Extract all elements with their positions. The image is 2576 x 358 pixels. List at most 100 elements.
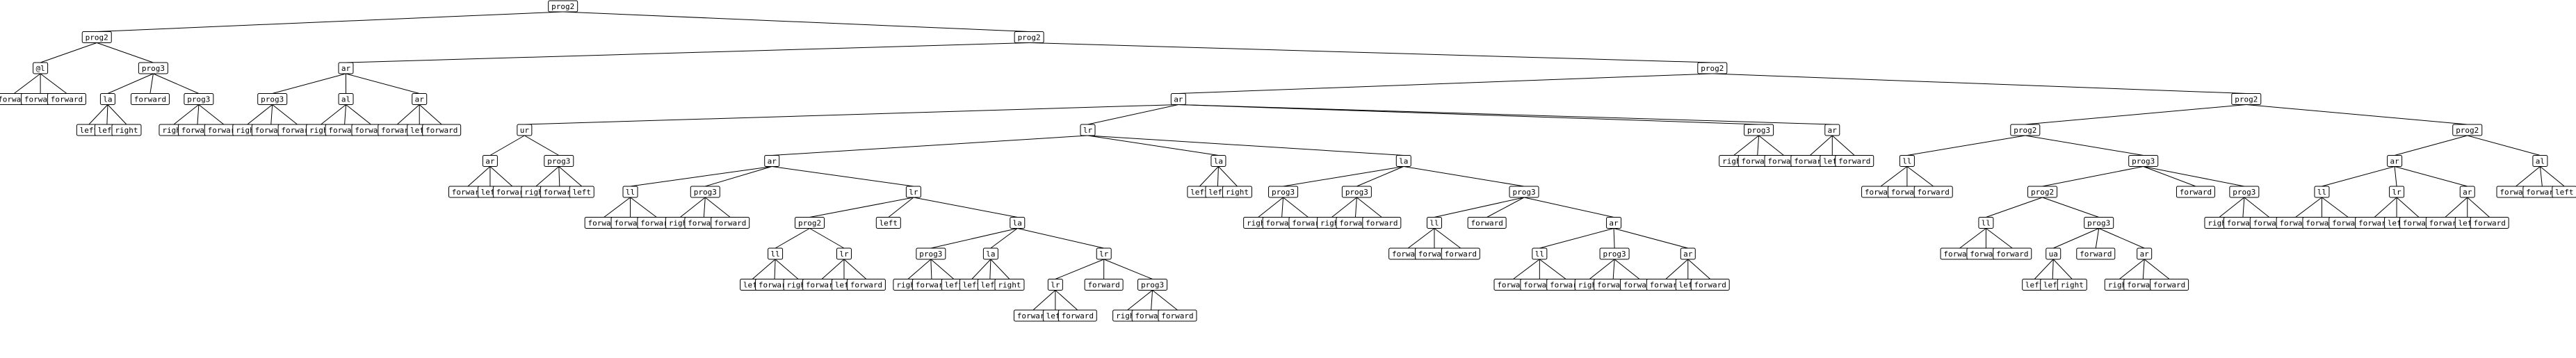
tree-edge	[272, 104, 298, 125]
tree-edge	[1055, 259, 1104, 279]
tree-edge	[752, 259, 776, 279]
node-label: ll	[770, 250, 779, 259]
node-label: forward	[1794, 157, 1826, 166]
tree-edge	[680, 197, 706, 218]
tree-edge	[524, 104, 1178, 125]
node-label: left	[1190, 188, 1209, 197]
node-box	[916, 247, 946, 260]
tree-edge	[489, 135, 525, 156]
tree-node-operator: ar	[1824, 124, 1840, 136]
node-label: forward	[281, 126, 313, 135]
tree-node-terminal: forward	[540, 186, 579, 198]
tree-edge	[630, 166, 772, 187]
tree-edge	[1356, 166, 1404, 187]
tree-edge	[809, 197, 914, 218]
tree-edge	[2052, 259, 2073, 279]
tree-edge	[1434, 197, 1525, 218]
node-label: prog2	[86, 33, 108, 42]
tree-node-operator: ar	[1606, 217, 1622, 229]
node-box	[1467, 217, 1507, 229]
tree-edge	[2394, 166, 2468, 187]
node-label: ll	[1982, 219, 1991, 228]
node-label: forward	[850, 281, 882, 290]
node-label: left	[945, 281, 964, 290]
node-label: forward	[208, 126, 240, 135]
tree-edge	[1757, 135, 1760, 156]
node-label: prog3	[1512, 188, 1535, 197]
node-box	[1532, 247, 1548, 260]
tree-node-terminal: forward	[1467, 217, 1507, 229]
tree-node-operator: prog3	[1599, 247, 1630, 260]
tree-node-terminal: forward	[130, 93, 170, 105]
node-label: prog2	[2014, 126, 2036, 135]
node-box	[2459, 186, 2475, 198]
tree-edge	[1087, 135, 1219, 156]
node-label: la	[1399, 157, 1408, 166]
node-label: forward	[496, 188, 528, 197]
node-label: prog2	[1018, 33, 1041, 42]
tree-node-operator: lr	[1047, 279, 1063, 291]
tree-edge	[2244, 197, 2270, 218]
tree-node-operator: lr	[836, 247, 852, 260]
node-label: right	[2061, 281, 2084, 290]
node-label: lr	[2392, 188, 2401, 197]
tree-edge	[2394, 166, 2397, 187]
node-box	[2084, 217, 2114, 229]
node-box	[2387, 155, 2403, 167]
node-box	[795, 217, 825, 229]
tree-node-operator: @l	[33, 62, 49, 74]
node-label: forward	[916, 281, 948, 290]
tree-node-terminal: forward	[1441, 247, 1480, 260]
tree-node-operator: la	[99, 93, 115, 105]
node-label: ll	[626, 188, 635, 197]
node-box	[1993, 247, 2032, 260]
node-box	[1084, 279, 1124, 291]
node-box	[994, 279, 1025, 291]
node-box	[1395, 155, 1411, 167]
tree-edge	[272, 73, 346, 94]
tree-edge	[524, 135, 560, 156]
tree-node-operator: prog2	[2010, 124, 2041, 136]
tree-edge	[2143, 166, 2196, 187]
node-label: forward	[806, 281, 838, 290]
tree-edge	[2098, 228, 2145, 249]
node-box	[2552, 186, 2576, 198]
node-label: forward	[134, 95, 166, 104]
tree-edge	[1523, 197, 1614, 218]
tree-node-operator: prog2	[795, 217, 825, 229]
node-label: lr	[1051, 281, 1060, 290]
tree-edge	[1733, 135, 1759, 156]
node-label: ar	[2140, 250, 2150, 259]
tree-edge	[1959, 228, 1986, 249]
tree-edge	[1513, 259, 1540, 279]
node-box	[1899, 155, 1915, 167]
tree-node-terminal: forward	[2522, 186, 2562, 198]
tree-node-terminal: forward	[2470, 217, 2509, 229]
tree-node-terminal: forward	[1058, 309, 1097, 322]
node-box	[1010, 217, 1026, 229]
node-box	[711, 217, 750, 229]
tree-edge	[562, 11, 1030, 32]
tree-edge	[489, 166, 513, 187]
node-box	[1509, 186, 1539, 198]
node-label: ur	[520, 126, 530, 135]
node-label: left	[963, 281, 982, 290]
node-box	[1599, 247, 1630, 260]
tree-node-operator: prog3	[2084, 217, 2114, 229]
tree-edge	[2516, 166, 2541, 187]
tree-node-terminal: forward	[422, 124, 462, 136]
tree-node-operator: ar	[1680, 247, 1696, 260]
tree-edge	[88, 104, 108, 125]
tree-edge	[558, 166, 583, 187]
tree-node-operator: prog3	[138, 62, 168, 74]
node-label: ar	[415, 95, 425, 104]
node-box	[422, 124, 462, 136]
tree-edge	[703, 197, 706, 218]
node-box	[1047, 279, 1063, 291]
node-box	[768, 247, 784, 260]
node-label: forward	[1366, 219, 1398, 228]
tree-edge	[1281, 197, 1284, 218]
node-box	[690, 186, 720, 198]
tree-edge	[1218, 166, 1238, 187]
